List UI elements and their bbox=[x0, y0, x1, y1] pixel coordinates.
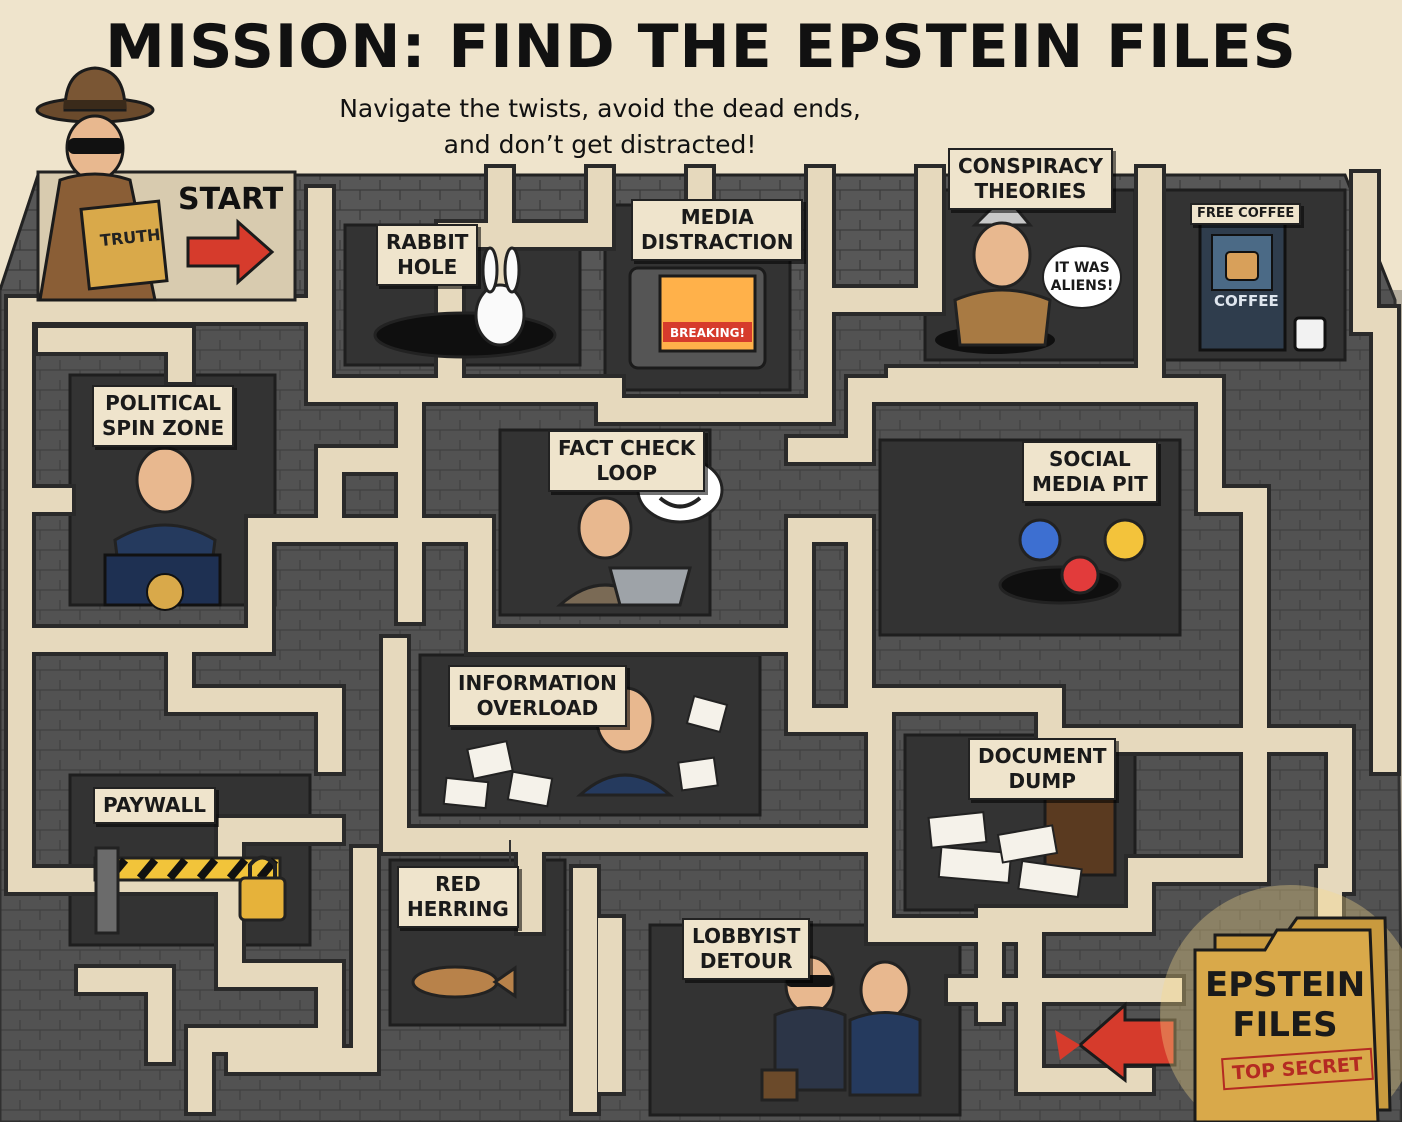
sign-info-line2: OVERLOAD bbox=[476, 696, 599, 720]
sign-media-distraction-line2: DISTRACTION bbox=[641, 230, 794, 254]
coffee-machine-label: COFFEE bbox=[1214, 292, 1279, 310]
start-label: START bbox=[178, 182, 284, 217]
sign-conspiracy-line2: THEORIES bbox=[974, 179, 1087, 203]
sign-rabbit-hole: RABBIT HOLE bbox=[376, 224, 479, 286]
sign-paywall: PAYWALL bbox=[93, 787, 216, 824]
speech-aliens-text: IT WAS ALIENS! bbox=[1050, 260, 1114, 294]
page-title: MISSION: FIND THE EPSTEIN FILES bbox=[105, 12, 1297, 82]
sign-red-herring: RED HERRING bbox=[397, 866, 519, 928]
sign-conspiracy-theories: CONSPIRACY THEORIES bbox=[948, 148, 1113, 210]
sign-doc-dump-line2: DUMP bbox=[1008, 769, 1076, 793]
sign-red-herring-line1: RED bbox=[435, 872, 481, 896]
rabbit-figure bbox=[474, 246, 526, 347]
goal-folder-title: EPSTEIN FILES bbox=[1205, 965, 1365, 1045]
sign-information-overload: INFORMATION OVERLOAD bbox=[448, 665, 627, 727]
sign-conspiracy-line1: CONSPIRACY bbox=[958, 154, 1103, 178]
subtitle-line-1: Navigate the twists, avoid the dead ends… bbox=[339, 94, 861, 123]
sign-political-spin-zone: POLITICAL SPIN ZONE bbox=[92, 385, 235, 447]
sign-fact-check-loop: FACT CHECK LOOP bbox=[548, 430, 706, 492]
sign-free-coffee: FREE COFFEE bbox=[1190, 203, 1302, 225]
subtitle-line-2: and don’t get distracted! bbox=[443, 130, 757, 159]
sign-media-distraction-line1: MEDIA bbox=[680, 205, 754, 229]
sign-lobbyist-detour: LOBBYIST DETOUR bbox=[682, 918, 811, 980]
sign-document-dump: DOCUMENT DUMP bbox=[968, 738, 1117, 800]
speech-bubble-aliens: IT WAS ALIENS! bbox=[1042, 245, 1122, 309]
sign-media-distraction: MEDIA DISTRACTION bbox=[631, 199, 804, 261]
tv-breaking-banner: BREAKING! bbox=[670, 326, 745, 340]
sign-fact-check-line2: LOOP bbox=[596, 461, 658, 485]
sign-red-herring-line2: HERRING bbox=[407, 897, 509, 921]
sign-rabbit-hole-line2: HOLE bbox=[397, 255, 458, 279]
goal-line2: FILES bbox=[1232, 1005, 1338, 1045]
sign-social-line2: MEDIA PIT bbox=[1032, 472, 1148, 496]
epstein-files-folder-art bbox=[1193, 916, 1392, 1122]
sign-info-line1: INFORMATION bbox=[458, 671, 617, 695]
sign-social-media-pit: SOCIAL MEDIA PIT bbox=[1022, 441, 1158, 503]
goal-line1: EPSTEIN bbox=[1205, 965, 1366, 1005]
sign-social-line1: SOCIAL bbox=[1049, 447, 1131, 471]
sign-fact-check-line1: FACT CHECK bbox=[558, 436, 696, 460]
sign-political-line1: POLITICAL bbox=[105, 391, 221, 415]
sign-lobbyist-line2: DETOUR bbox=[699, 949, 793, 973]
sign-doc-dump-line1: DOCUMENT bbox=[978, 744, 1107, 768]
sign-lobbyist-line1: LOBBYIST bbox=[692, 924, 801, 948]
sign-paywall-text: PAYWALL bbox=[103, 793, 206, 817]
sign-political-line2: SPIN ZONE bbox=[102, 416, 225, 440]
sign-rabbit-hole-line1: RABBIT bbox=[386, 230, 469, 254]
detective-figure bbox=[35, 66, 169, 302]
